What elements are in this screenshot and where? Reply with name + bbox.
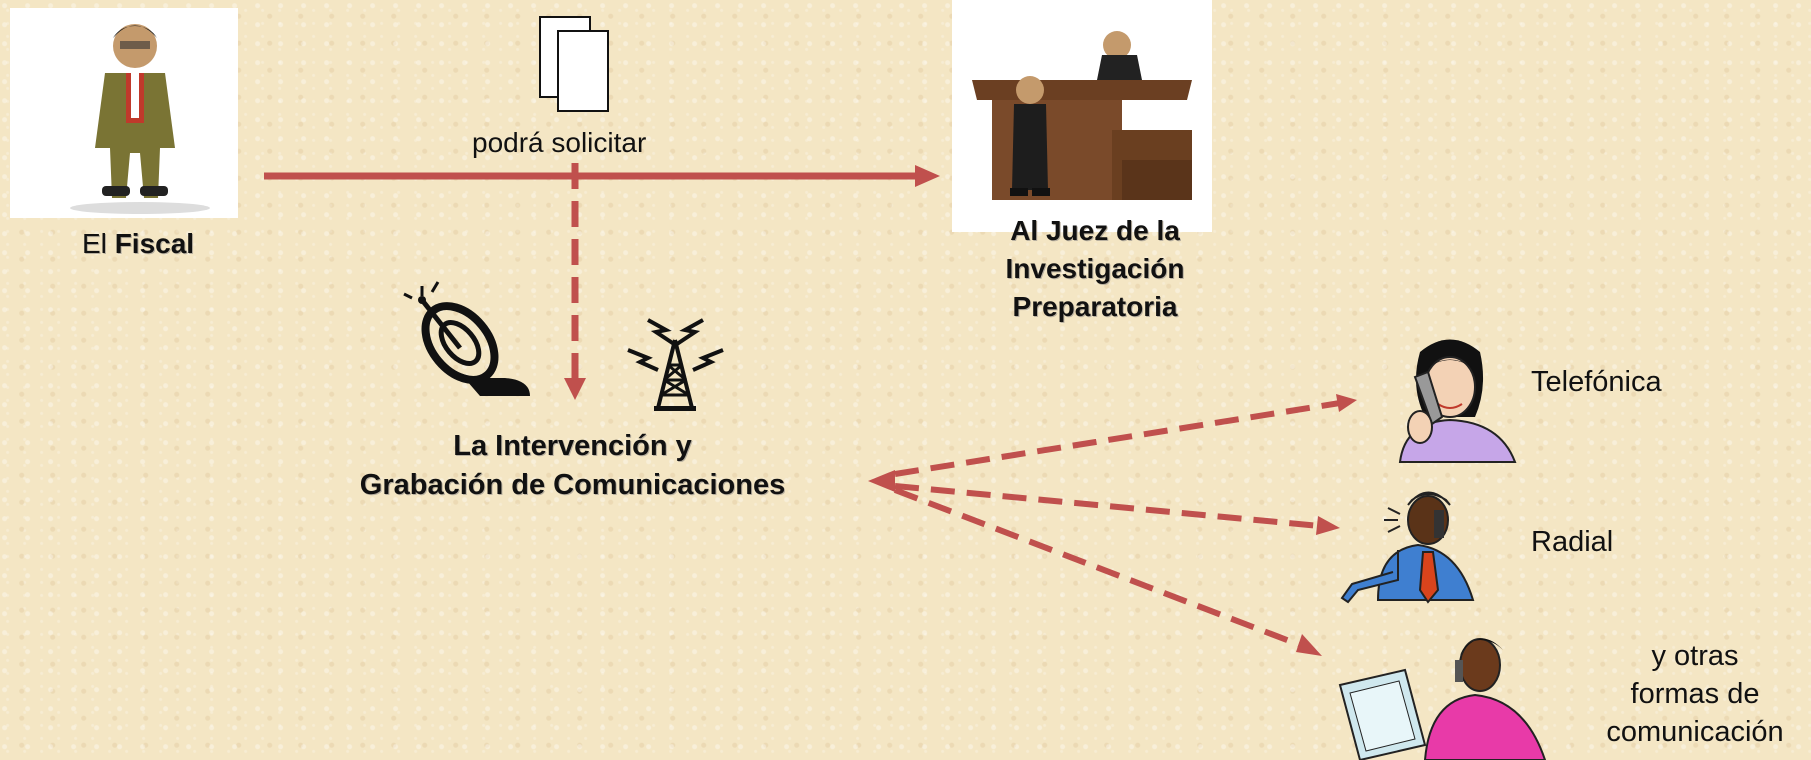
arrow-to-otras-head [1296, 634, 1322, 656]
judge-label-line3: Preparatoria [1012, 291, 1178, 322]
otras-label-line2: formas de [1630, 678, 1760, 710]
satellite-dish-icon [403, 281, 530, 396]
intervention-label-line1: La Intervención y [453, 430, 692, 462]
otras-label-line3: comunicación [1606, 716, 1784, 748]
judge-label: Al Juez de la Investigación Preparatoria [960, 212, 1230, 326]
telefonica-label: Telefónica [1531, 366, 1662, 398]
judge-bench-icon [972, 31, 1192, 200]
request-label: podrá solicitar [472, 127, 647, 158]
arrow-origin-head [868, 470, 895, 492]
judge-label-line2: Investigación [1005, 253, 1185, 284]
arrow-fiscal-to-judge-head [915, 165, 940, 187]
radial-label: Radial [1531, 526, 1614, 558]
documents-icon [539, 16, 609, 112]
fiscal-label-bold: Fiscal [114, 228, 195, 259]
intervention-label: La Intervención y Grabación de Comunicac… [330, 427, 815, 505]
woman-at-computer-icon [1338, 638, 1547, 760]
fiscal-label-prefix: El [82, 228, 107, 259]
judge-picture [952, 0, 1212, 232]
radio-tower-icon [627, 318, 724, 411]
arrow-to-telefonica [894, 400, 1341, 477]
prosecutor-figure-icon [70, 24, 210, 214]
worker-on-radio-icon [1340, 491, 1475, 604]
otras-label-line1: y otras [1651, 640, 1739, 672]
arrow-to-telefonica-head [1336, 394, 1357, 412]
arrow-to-radial-head [1316, 516, 1340, 535]
woman-on-phone-icon [1398, 339, 1517, 463]
arrow-request-to-intervention-head [564, 378, 586, 400]
otras-label: y otras formas de comunicación [1590, 637, 1800, 751]
fiscal-picture [10, 8, 238, 218]
intervention-label-line2: Grabación de Comunicaciones [359, 469, 786, 501]
arrow-to-otras [893, 487, 1302, 648]
judge-label-line1: Al Juez de la [1010, 215, 1180, 246]
fiscal-label: El Fiscal [82, 228, 194, 260]
arrow-to-radial [894, 483, 1321, 529]
